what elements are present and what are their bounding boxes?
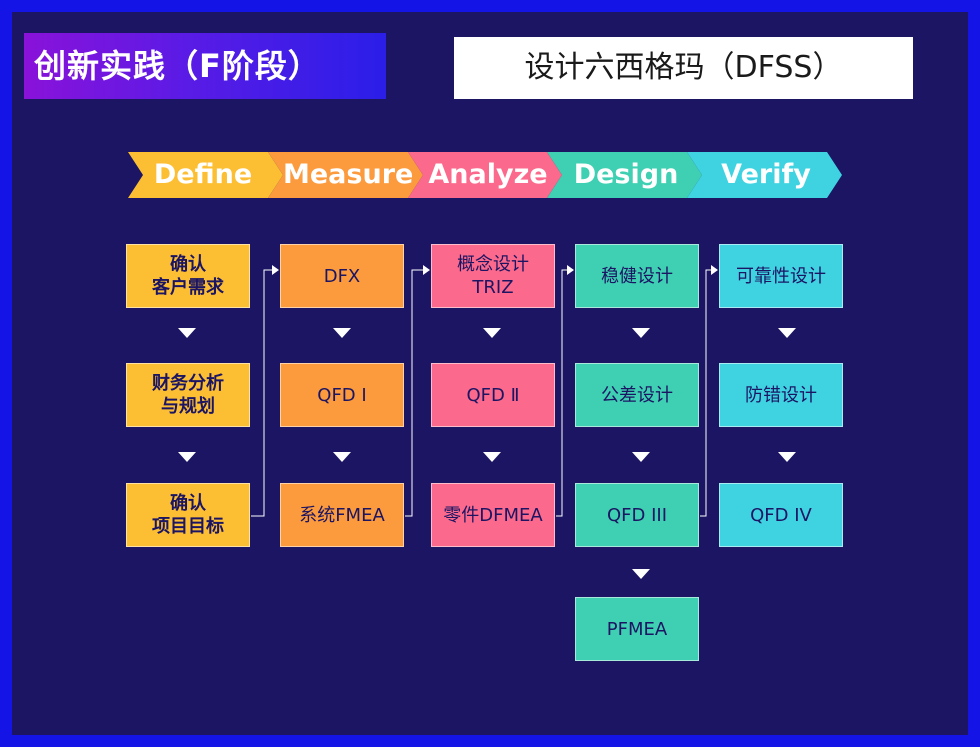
- step-mistake-proofing: 防错设计: [719, 363, 843, 427]
- arrowhead-icon: [711, 265, 718, 275]
- down-arrow-icon: [778, 452, 796, 462]
- step-qfd-3: QFD III: [575, 483, 699, 547]
- step-reliability-design: 可靠性设计: [719, 244, 843, 308]
- phase-label-analyze: Analyze: [428, 159, 548, 190]
- down-arrow-icon: [632, 569, 650, 579]
- step-dfx: DFX: [280, 244, 404, 308]
- step-system-fmea: 系统FMEA: [280, 483, 404, 547]
- connector-design-verify: [700, 269, 711, 517]
- down-arrow-icon: [778, 328, 796, 338]
- down-arrow-icon: [632, 452, 650, 462]
- step-financial-planning: 财务分析 与规划: [126, 363, 250, 427]
- step-part-dfmea: 零件DFMEA: [431, 483, 555, 547]
- page-title: 设计六西格玛（DFSS）: [454, 37, 913, 99]
- connector-measure-analyze: [405, 269, 423, 517]
- phase-label-define: Define: [153, 159, 253, 190]
- down-arrow-icon: [483, 328, 501, 338]
- arrowhead-icon: [567, 265, 574, 275]
- down-arrow-icon: [483, 452, 501, 462]
- step-confirm-project-goals: 确认 项目目标: [126, 483, 250, 547]
- down-arrow-icon: [333, 452, 351, 462]
- stage-badge: 创新实践（F阶段）: [24, 33, 386, 99]
- step-robust-design: 稳健设计: [575, 244, 699, 308]
- arrowhead-icon: [272, 265, 279, 275]
- down-arrow-icon: [333, 328, 351, 338]
- step-qfd-1: QFD Ⅰ: [280, 363, 404, 427]
- step-qfd-2: QFD Ⅱ: [431, 363, 555, 427]
- step-tolerance-design: 公差设计: [575, 363, 699, 427]
- step-confirm-customer-needs: 确认 客户需求: [126, 244, 250, 308]
- phase-label-design: Design: [573, 159, 679, 190]
- down-arrow-icon: [178, 328, 196, 338]
- step-pfmea: PFMEA: [575, 597, 699, 661]
- arrowhead-icon: [423, 265, 430, 275]
- down-arrow-icon: [632, 328, 650, 338]
- phase-label-measure: Measure: [283, 159, 414, 190]
- phase-label-verify: Verify: [721, 159, 811, 190]
- step-qfd-4: QFD IV: [719, 483, 843, 547]
- down-arrow-icon: [178, 452, 196, 462]
- connector-define-measure: [251, 269, 272, 517]
- step-concept-design-triz: 概念设计 TRIZ: [431, 244, 555, 308]
- connector-analyze-design: [556, 269, 567, 517]
